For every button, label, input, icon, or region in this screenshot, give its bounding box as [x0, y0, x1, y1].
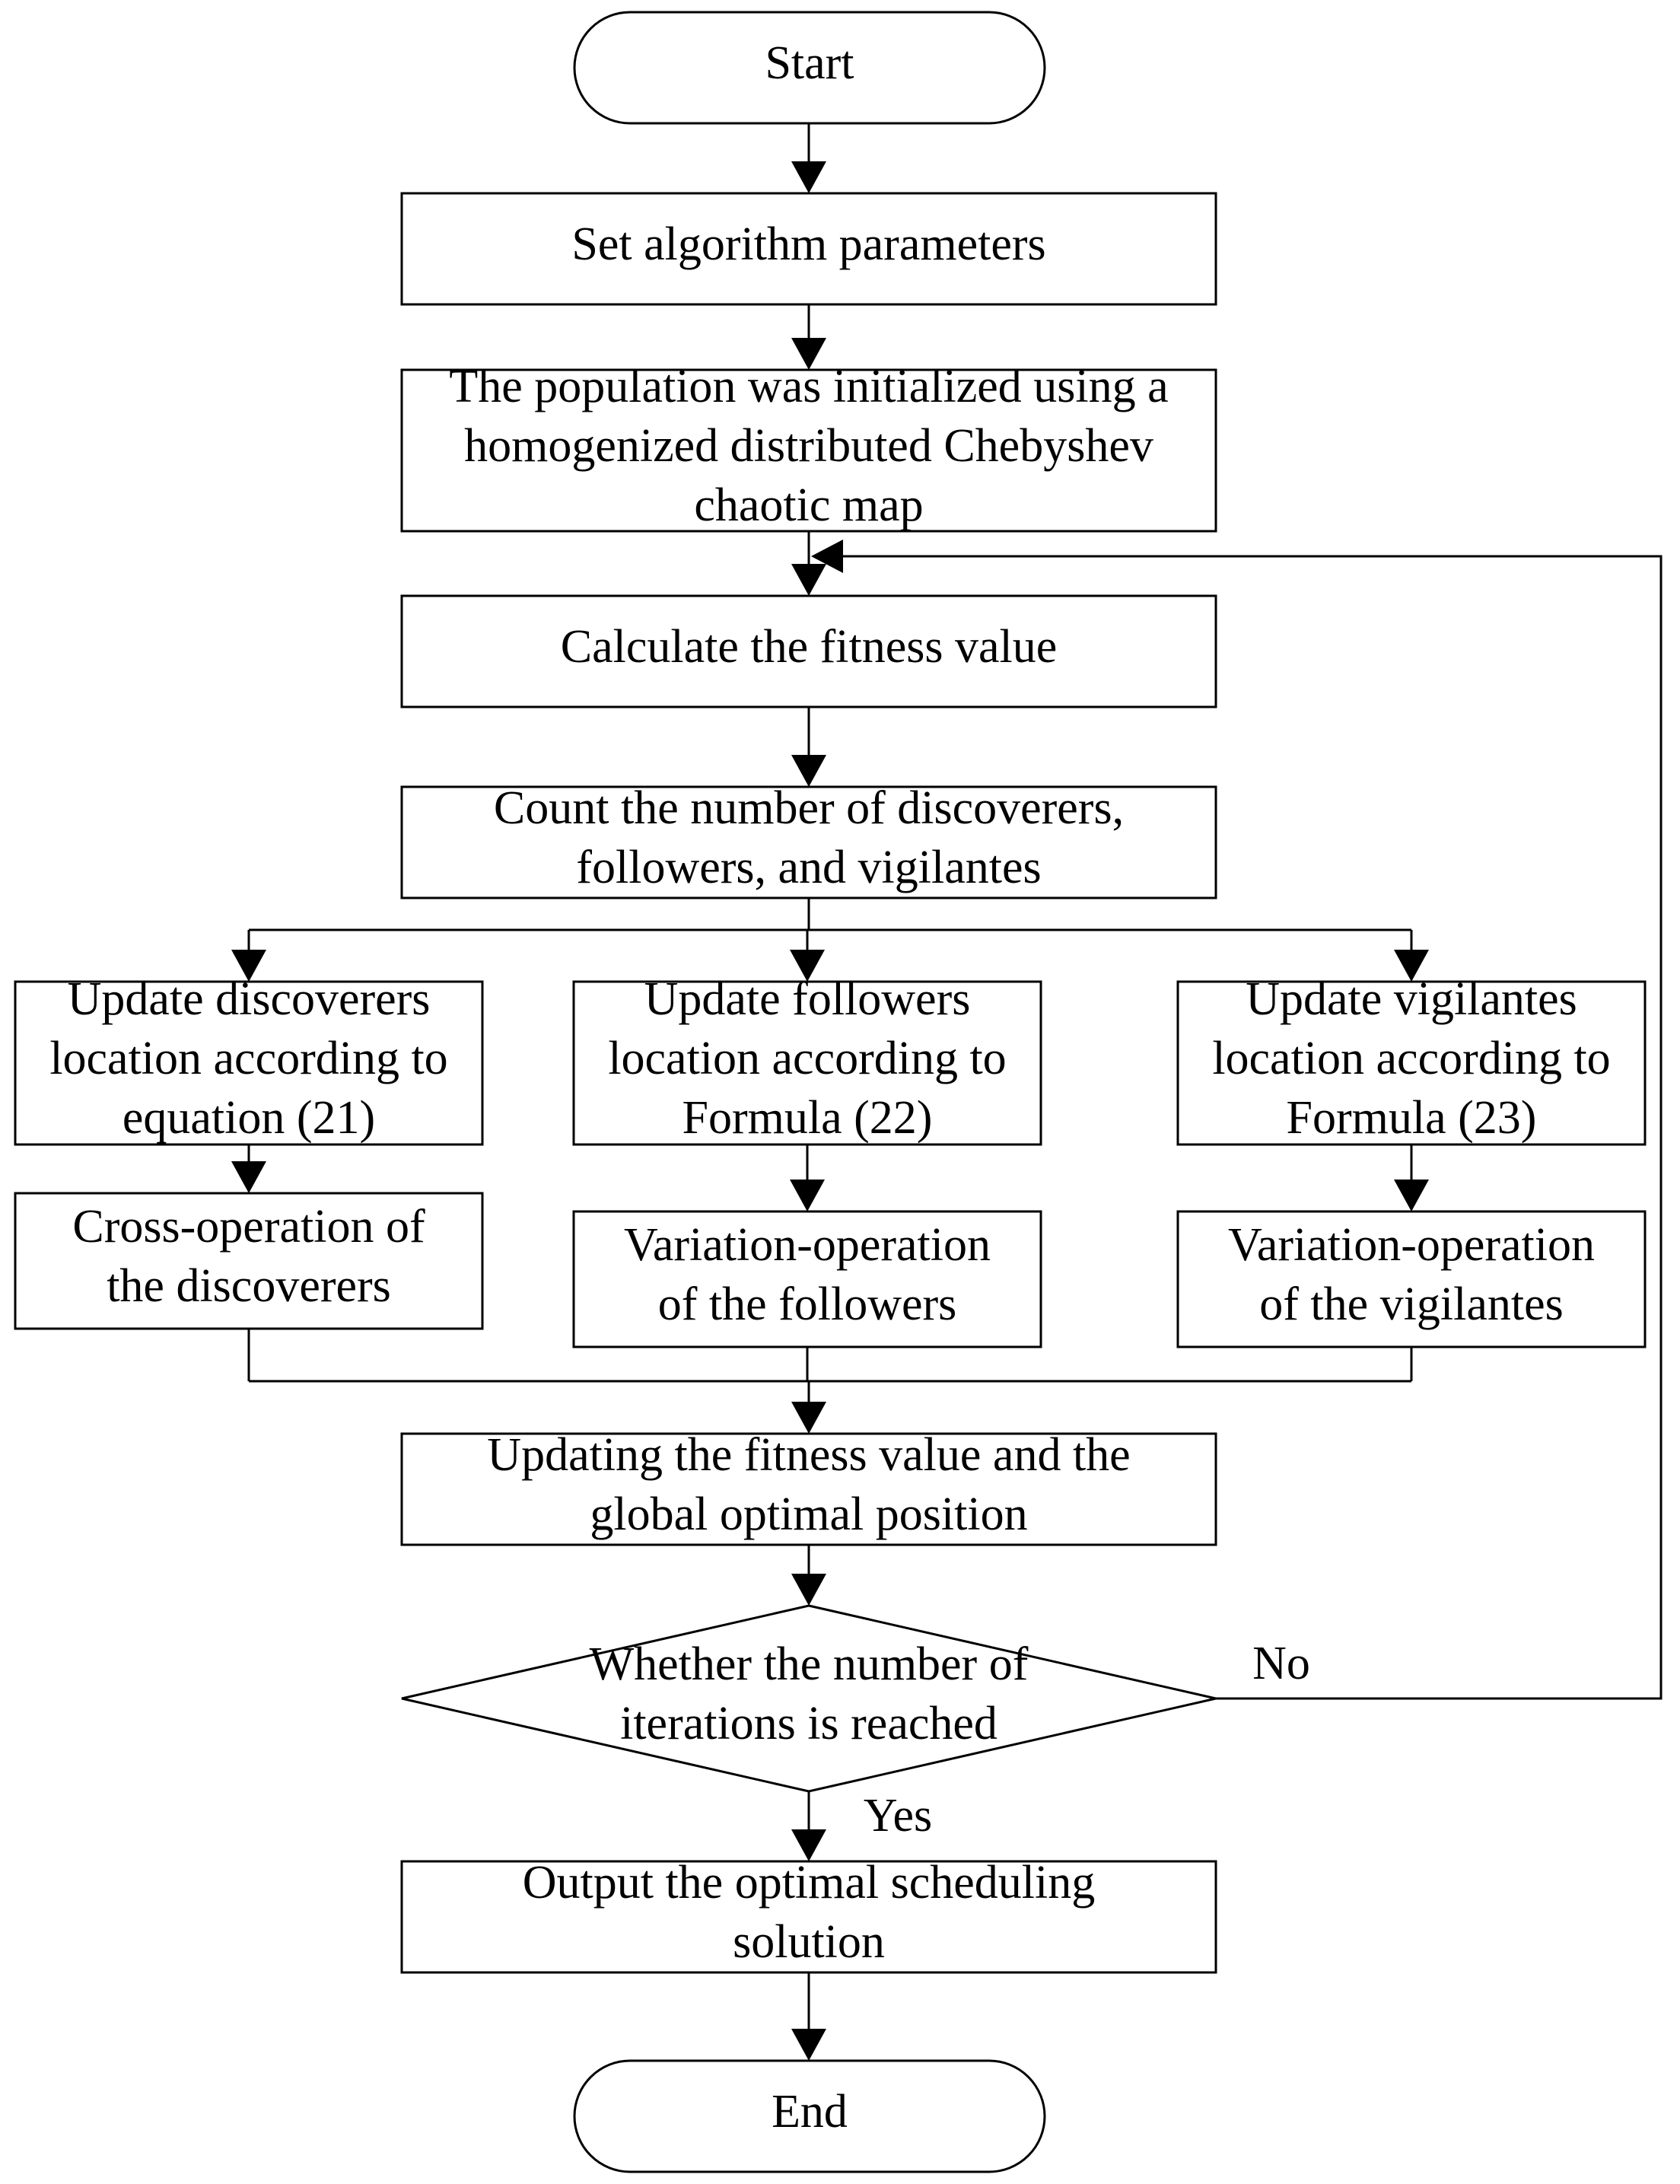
process-box [1176, 980, 1647, 1146]
process-box [14, 980, 484, 1146]
node-label: Start [765, 37, 854, 89]
node-label-line: Update vigilantes [1246, 973, 1577, 1025]
node-end: End [573, 2059, 1046, 2173]
node-label-line: of the vigilantes [1259, 1278, 1563, 1330]
node-label-line: Output the optimal scheduling [523, 1857, 1096, 1909]
node-label: Whether the number of iterations is reach… [590, 1638, 1029, 1749]
process-box [1176, 1210, 1647, 1348]
node-label: Update discoverers location according to e… [49, 973, 447, 1144]
node-label-line: Formula (22) [682, 1092, 933, 1144]
arrowhead [791, 1829, 826, 1861]
node-label-line: Calculate the fitness value [561, 621, 1057, 673]
node-label-line: of the followers [658, 1278, 957, 1330]
node-label: Count the number of discoverers, follower… [494, 782, 1124, 893]
process-box [572, 980, 1042, 1146]
arrowhead [231, 950, 266, 982]
process-box [14, 1192, 484, 1330]
arrowhead [791, 2029, 826, 2061]
arrowhead [791, 338, 826, 370]
node-label-line: Whether the number of [590, 1638, 1029, 1690]
node-output: Output the optimal scheduling solution [400, 1857, 1217, 1974]
arrowhead [791, 161, 826, 193]
arrowhead [1394, 1180, 1429, 1211]
node-label-line: global optimal position [590, 1488, 1027, 1540]
node-label-line: iterations is reached [620, 1698, 998, 1749]
node-label-line: Set algorithm parameters [571, 218, 1045, 270]
node-update-discoverers: Update discoverers location according to e… [14, 973, 484, 1146]
node-variation-followers: Variation-operation of the followers [572, 1210, 1042, 1348]
node-label-line: location according to [1212, 1033, 1610, 1084]
arrowhead [811, 540, 843, 573]
process-box [400, 192, 1217, 306]
node-set-parameters: Set algorithm parameters [400, 192, 1217, 306]
arrowhead [1394, 950, 1429, 982]
node-label-line: Count the number of discoverers, [494, 782, 1124, 834]
node-label: Cross-operation of the discoverers [72, 1201, 425, 1312]
node-update-global: Updating the fitness value and the global… [400, 1429, 1217, 1546]
node-label-line: Updating the fitness value and the [487, 1429, 1130, 1481]
arrowhead [791, 755, 826, 787]
node-label-line: Variation-operation [1228, 1219, 1595, 1271]
node-label-line: location according to [49, 1033, 447, 1084]
node-label-line: the discoverers [107, 1260, 391, 1312]
no-label: No [1252, 1638, 1310, 1689]
node-label: Update vigilantes location according to Fo… [1212, 973, 1610, 1144]
node-decision: Whether the number of iterations is reach… [401, 1604, 1217, 1793]
node-label: Variation-operation of the vigilantes [1228, 1219, 1595, 1330]
process-box [572, 1210, 1042, 1348]
node-variation-vigilantes: Variation-operation of the vigilantes [1176, 1210, 1647, 1348]
arrowhead [791, 1402, 826, 1434]
node-cross-discoverers: Cross-operation of the discoverers [14, 1192, 484, 1330]
node-label: Updating the fitness value and the global… [487, 1429, 1130, 1540]
node-label-line: Update discoverers [68, 973, 431, 1025]
node-label-line: Cross-operation of [72, 1201, 425, 1253]
loop-connector [837, 555, 1662, 1700]
node-label-line: homogenized distributed Chebyshev [464, 420, 1153, 472]
arrowhead [791, 1574, 826, 1606]
node-label: Update followers location according to For… [608, 973, 1006, 1144]
node-label-line: Start [765, 37, 854, 89]
arrowhead [790, 950, 825, 982]
node-label: Variation-operation of the followers [624, 1219, 991, 1330]
arrowhead [231, 1161, 266, 1193]
node-calculate-fitness: Calculate the fitness value [400, 594, 1217, 708]
node-label-line: Formula (23) [1287, 1092, 1537, 1144]
arrowhead [790, 1180, 825, 1211]
node-label: End [772, 2086, 848, 2138]
node-update-vigilantes: Update vigilantes location according to Fo… [1176, 973, 1647, 1146]
connectors [231, 123, 1662, 2061]
node-label-line: Variation-operation [624, 1219, 991, 1271]
node-label: Output the optimal scheduling solution [523, 1857, 1096, 1968]
node-label-line: solution [733, 1916, 885, 1968]
node-start: Start [573, 11, 1046, 125]
node-update-followers: Update followers location according to For… [572, 973, 1042, 1146]
yes-label: Yes [864, 1790, 932, 1842]
node-label-line: End [772, 2086, 848, 2138]
node-label-line: chaotic map [694, 479, 923, 531]
node-label-line: equation (21) [123, 1092, 375, 1144]
process-box [400, 1432, 1217, 1546]
node-label: Set algorithm parameters [571, 218, 1045, 270]
node-label-line: followers, and vigilantes [576, 842, 1041, 893]
arrowhead [791, 564, 826, 596]
node-label-line: location according to [608, 1033, 1006, 1084]
terminal-shape [573, 2059, 1046, 2173]
node-label: Calculate the fitness value [561, 621, 1057, 673]
node-count-roles: Count the number of discoverers, follower… [400, 782, 1217, 899]
node-label-line: Update followers [644, 973, 971, 1025]
